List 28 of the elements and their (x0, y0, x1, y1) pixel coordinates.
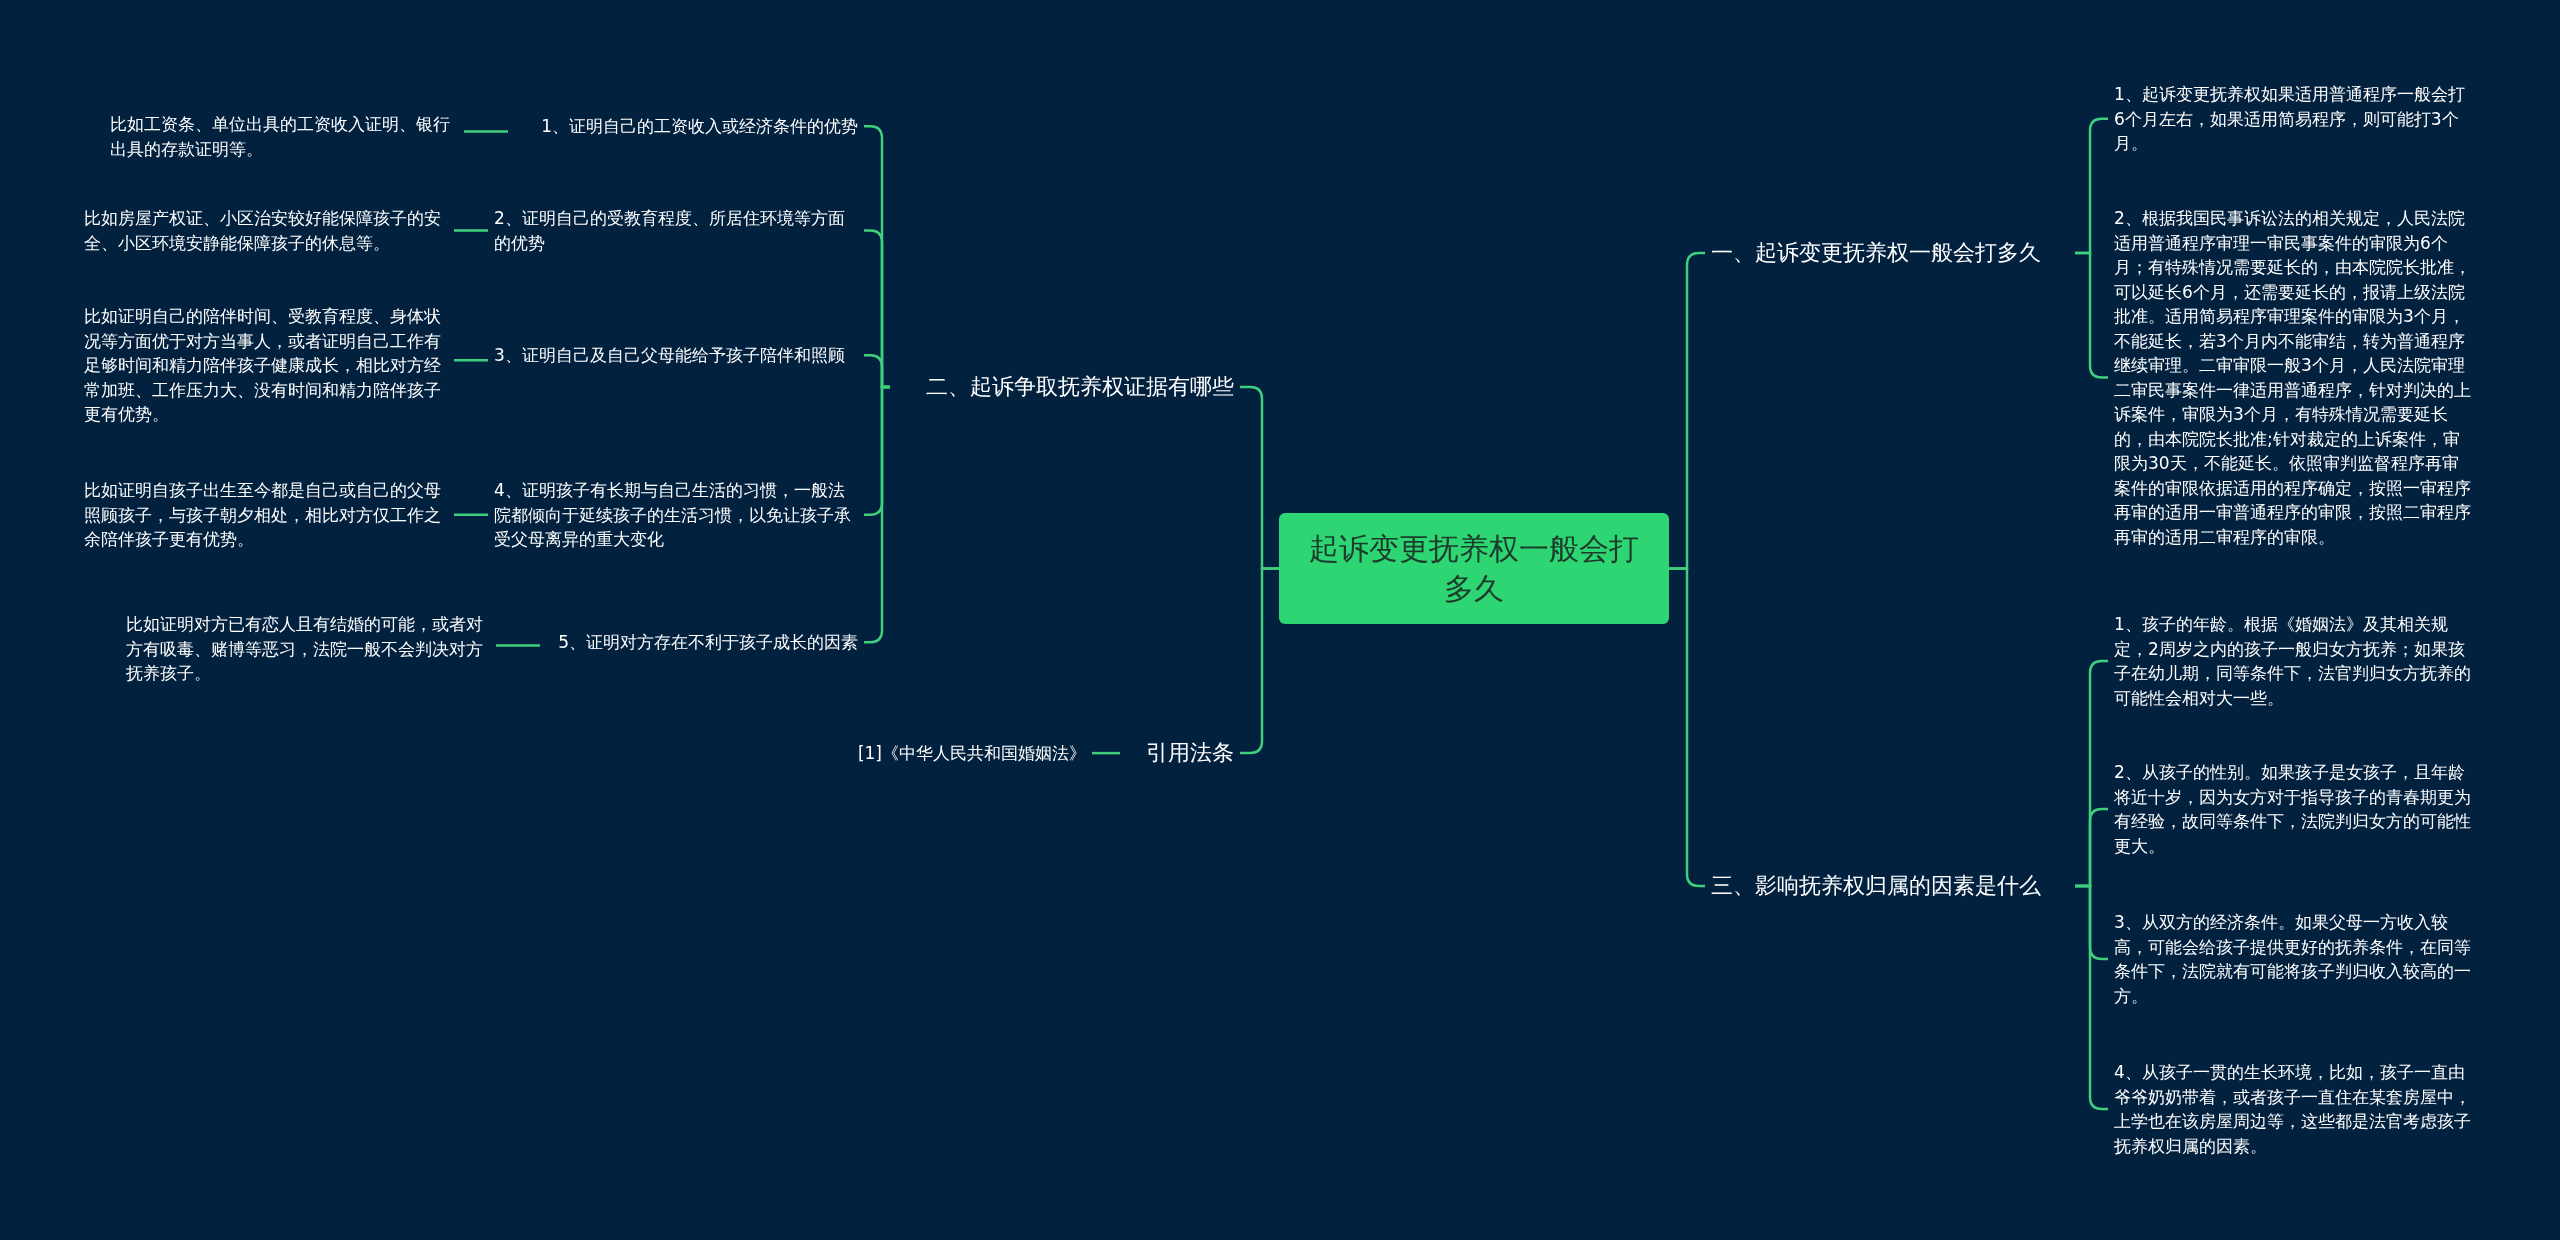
note-text: 比如证明对方已有恋人且有结婚的可能，或者对方有吸毒、赌博等恶习，法院一般不会判决对方抚养孩子。 (120, 612, 496, 686)
note-text: 5、证明对方存在不利于孩子成长的因素 (540, 630, 864, 655)
note-text: 4、从孩子一贯的生长环境，比如，孩子一直由爷爷奶奶带着，或者孩子一直住在某套房屋中，上学也在该房屋周边等，这些都是法官考虑孩子抚养权归属的因素。 (2108, 1060, 2480, 1158)
branch-label: 一、起诉变更抚养权一般会打多久 (1705, 237, 2075, 269)
connector-line (1092, 751, 1120, 755)
note-text: 2、根据我国民事诉讼法的相关规定，人民法院适用普通程序审理一审民事案件的审限为6个月；有特殊情况需要延长的，由本院院长批准，可以延长6个月，还需要延长的，报请上级法院批准。适用简易程序审理案件的审限为3个月，不能延长，若3个月内不能审结，转为普通程序继续审理。二审审限一般3个月，人民法院审理二审民事案件一律适用普通程序，针对判决的上诉案件，审限为3个月，有特殊情况需要延长的，由本院院长批准;针对裁定的上诉案件，审限为30天，不能延长。依照审判监督程序再审案件的审限依据适用的程序确定，按照一审程序再审的适用一审普通程序的审限，按照二审程序再审的适用二审程序的审限。 (2108, 206, 2480, 549)
connector-line (454, 359, 488, 362)
topic-box: 起诉变更抚养权一般会打多久 (1279, 513, 1669, 624)
branch-label: 引用法条 (1120, 737, 1240, 769)
note-text: 2、从孩子的性别。如果孩子是女孩子，且年龄将近十岁，因为女方对于指导孩子的青春期更为有经验，故同等条件下，法院判归女方的可能性更大。 (2108, 760, 2480, 858)
note-text: 4、证明孩子有长期与自己生活的习惯，一般法院都倾向于延续孩子的生活习惯，以免让孩子承受父母离异的重大变化 (488, 478, 864, 552)
connector-line (496, 644, 540, 647)
note-text: 比如房屋产权证、小区治安较好能保障孩子的安全、小区环境安静能保障孩子的休息等。 (78, 206, 454, 255)
note-text: 3、证明自己及自己父母能给予孩子陪伴和照顾 (488, 343, 864, 368)
note-text: 1、起诉变更抚养权如果适用普通程序一般会打6个月左右，如果适用简易程序，则可能打3个月。 (2108, 82, 2480, 156)
note-text: 1、孩子的年龄。根据《婚姻法》及其相关规定，2周岁之内的孩子一般归女方抚养；如果孩子在幼儿期，同等条件下，法官判归女方抚养的可能性会相对大一些。 (2108, 612, 2480, 710)
note-text: 2、证明自己的受教育程度、所居住环境等方面的优势 (488, 206, 864, 255)
branch-label: 三、影响抚养权归属的因素是什么 (1705, 870, 2075, 902)
note-text: 3、从双方的经济条件。如果父母一方收入较高，可能会给孩子提供更好的抚养条件，在同等条件下，法院就有可能将孩子判归收入较高的一方。 (2108, 910, 2480, 1008)
note-text: 比如工资条、单位出具的工资收入证明、银行出具的存款证明等。 (104, 112, 464, 161)
connector-line (454, 513, 488, 516)
note-text: 比如证明自孩子出生至今都是自己或自己的父母照顾孩子，与孩子朝夕相处，相比对方仅工作之余陪伴孩子更有优势。 (78, 478, 454, 552)
connector-line (464, 130, 508, 133)
note-text: 1、证明自己的工资收入或经济条件的优势 (508, 114, 864, 139)
note-text: 比如证明自己的陪伴时间、受教育程度、身体状况等方面优于对方当事人，或者证明自己工作有足够时间和精力陪伴孩子健康成长，相比对方经常加班、工作压力大、没有时间和精力陪伴孩子更有优势。 (78, 304, 454, 427)
branch-label: 二、起诉争取抚养权证据有哪些 (890, 371, 1240, 403)
connector-line (454, 229, 488, 232)
note-text: [1]《中华人民共和国婚姻法》 (830, 741, 1092, 766)
